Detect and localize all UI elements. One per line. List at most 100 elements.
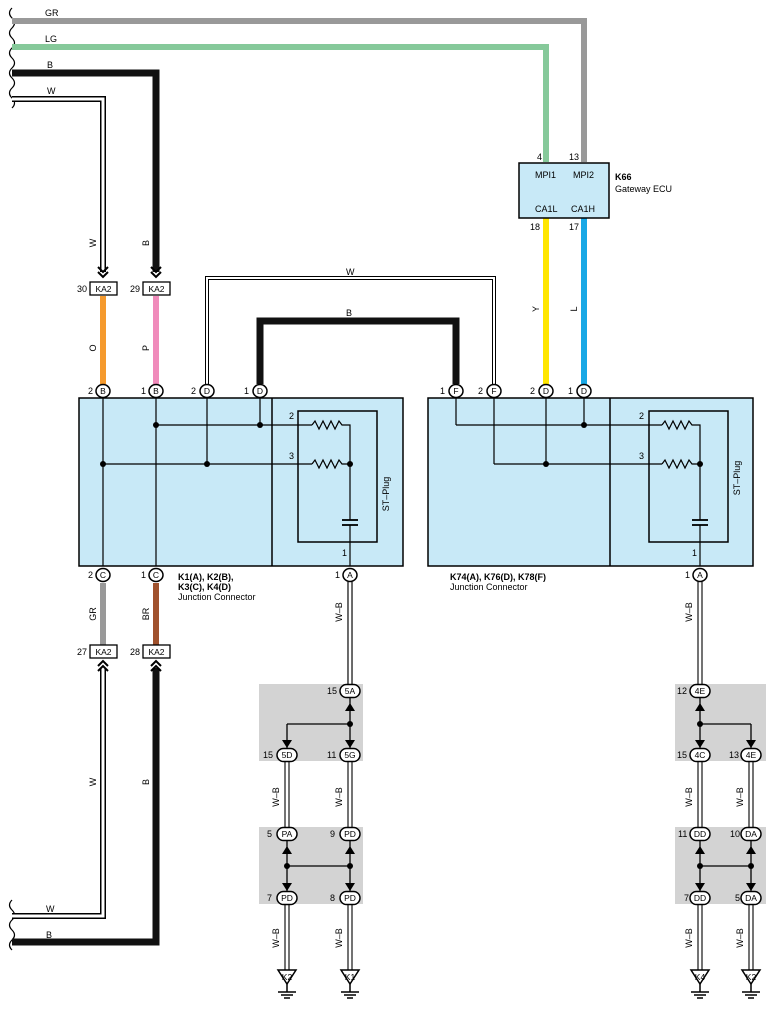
wire-gr-top: [12, 18, 587, 162]
svg-text:11: 11: [327, 750, 336, 760]
splice-pin-4e-12: 4E 12: [677, 683, 711, 699]
label-b-v2: B: [141, 779, 151, 785]
label-y: Y: [531, 306, 541, 312]
label-b-top: B: [47, 60, 53, 70]
svg-text:D: D: [257, 386, 263, 396]
svg-text:PD: PD: [344, 829, 356, 839]
wire-lg-top: [12, 44, 549, 162]
jc1-int-num-3: 3: [289, 451, 294, 461]
label-wb-5: W–B: [684, 787, 694, 807]
ecu-name: Gateway ECU: [615, 184, 672, 194]
svg-text:1: 1: [141, 570, 146, 580]
svg-text:B: B: [153, 386, 159, 396]
wire-w-top-fill: [12, 97, 105, 272]
pin-jc2-d-1: D1: [568, 383, 592, 399]
label-p: P: [141, 345, 151, 351]
svg-text:F: F: [453, 386, 458, 396]
splice-pin-pd-8: PD8: [330, 890, 361, 906]
ka2-27: KA2 27: [77, 644, 118, 672]
svg-text:DA: DA: [745, 829, 757, 839]
svg-text:9: 9: [330, 829, 335, 839]
wire-wb-left-low: [284, 904, 353, 970]
pin-jc1-b-1: B1: [141, 383, 164, 399]
svg-text:1: 1: [440, 386, 445, 396]
junction-connector-2: 2 3 1 ST–Plug K74(A), K76(D), K78(F) Jun…: [427, 397, 754, 592]
wire-wb-right-main: [697, 582, 703, 684]
splice-pin-5g: 5G 11: [327, 747, 361, 763]
pin-jc1-a-1: A1: [335, 567, 358, 583]
ecu-pin-mpi1: MPI1: [535, 170, 556, 180]
grounds: K2 K1 K4 K2: [277, 969, 761, 999]
label-wb-9: W–B: [684, 928, 694, 948]
splice-pin-dd-11: DD 11: [678, 826, 711, 842]
jc2-int-num-1: 1: [692, 548, 697, 558]
jc1-int-num-2: 2: [289, 411, 294, 421]
svg-text:11: 11: [678, 829, 687, 839]
svg-text:B: B: [100, 386, 106, 396]
svg-text:K2: K2: [746, 972, 757, 982]
label-wb-7: W–B: [271, 928, 281, 948]
svg-text:30: 30: [77, 284, 87, 294]
splice-pin-pd-7: PD7: [267, 890, 298, 906]
svg-text:4C: 4C: [695, 750, 706, 760]
svg-text:13: 13: [729, 750, 739, 760]
label-b-v1: B: [141, 240, 151, 246]
label-wb-6: W–B: [735, 787, 745, 807]
ecu-pin-mpi2: MPI2: [573, 170, 594, 180]
ecu-pin-num-4: 4: [537, 152, 542, 162]
label-w-bottom: W: [46, 904, 55, 914]
pin-jc2-f-1: F1: [440, 383, 464, 399]
svg-text:DD: DD: [694, 829, 706, 839]
label-w-v2: W: [88, 777, 98, 786]
svg-text:10: 10: [730, 829, 740, 839]
label-bridge-b: B: [346, 308, 352, 318]
ka2-30: KA2 30: [77, 266, 118, 296]
svg-text:KA2: KA2: [95, 647, 111, 657]
svg-text:15: 15: [263, 750, 273, 760]
ecu-pin-ca1l: CA1L: [535, 204, 558, 214]
pin-jc1-d-1: D1: [244, 383, 268, 399]
svg-text:4E: 4E: [695, 686, 706, 696]
ka2-28: KA2 28: [130, 644, 171, 672]
ecu-pin-num-13: 13: [569, 152, 579, 162]
label-wb-1: W–B: [334, 602, 344, 622]
svg-text:A: A: [697, 570, 703, 580]
ground-k4: K4: [690, 969, 710, 999]
svg-text:27: 27: [77, 647, 87, 657]
svg-text:5G: 5G: [344, 750, 355, 760]
svg-text:2: 2: [88, 570, 93, 580]
label-o: O: [88, 344, 98, 351]
junction-connector-1: 2 3 1 ST–Plug K1(A), K2(B), K3(C), K4(D)…: [78, 397, 404, 602]
svg-text:5: 5: [735, 893, 740, 903]
svg-text:7: 7: [267, 893, 272, 903]
splice-dots: [284, 721, 754, 869]
pin-jc2-a-1: A1: [685, 567, 708, 583]
label-gr-2: GR: [88, 607, 98, 621]
wire-b-top: [12, 69, 160, 272]
svg-text:KA2: KA2: [95, 284, 111, 294]
svg-text:1: 1: [685, 570, 690, 580]
wire-b-bottom: [12, 668, 160, 946]
svg-text:C: C: [153, 570, 159, 580]
svg-text:1: 1: [141, 386, 146, 396]
svg-text:PA: PA: [282, 829, 293, 839]
svg-text:K4: K4: [695, 972, 706, 982]
svg-text:DA: DA: [745, 893, 757, 903]
svg-text:2: 2: [191, 386, 196, 396]
pin-jc2-d-2: D2: [530, 383, 554, 399]
wire-bridge-w: [205, 276, 496, 384]
svg-text:12: 12: [677, 686, 687, 696]
svg-text:5A: 5A: [345, 686, 356, 696]
wire-labels: GR LG B W W B O P W B Y L GR BR W B W B …: [45, 8, 745, 948]
label-w-top: W: [47, 86, 56, 96]
jc1-name: Junction Connector: [178, 592, 256, 602]
svg-text:C: C: [100, 570, 106, 580]
label-wb-2: W–B: [684, 602, 694, 622]
svg-text:15: 15: [327, 686, 337, 696]
svg-text:DD: DD: [694, 893, 706, 903]
svg-text:5D: 5D: [282, 750, 293, 760]
